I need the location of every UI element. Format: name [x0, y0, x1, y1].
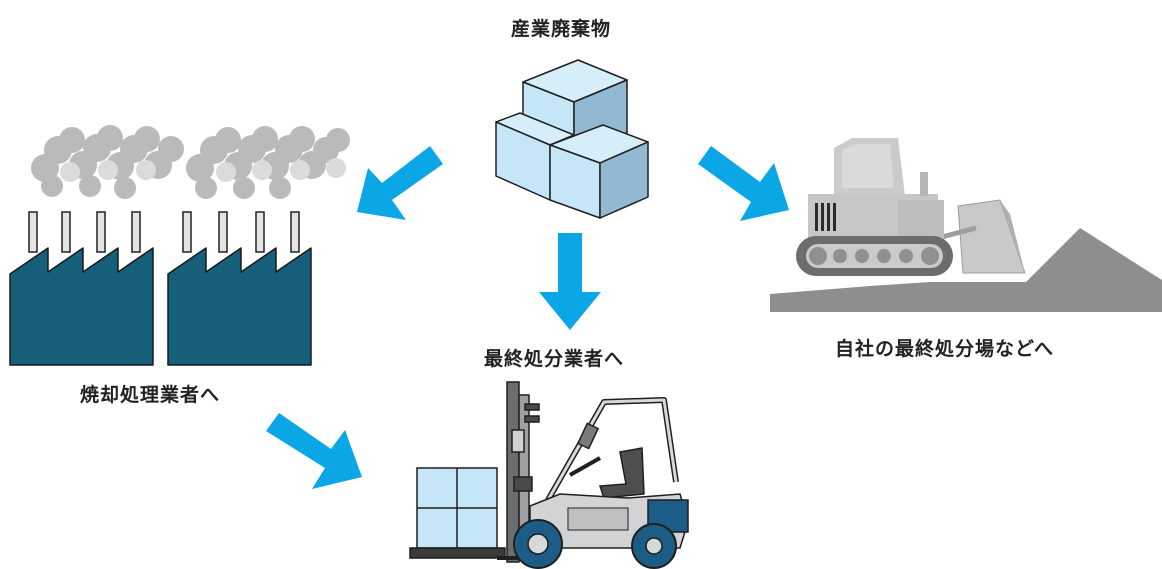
factory-building-right: [167, 247, 312, 366]
label-industrial-waste: 産業廃棄物: [511, 18, 612, 40]
smoke-light-icon: [60, 158, 346, 182]
factory-building-left: [9, 247, 154, 366]
arrow-to-incineration-icon: [357, 146, 443, 220]
waste-boxes-icon: [495, 59, 649, 219]
pallet-boxes-icon: [409, 467, 506, 559]
grille-icon: [815, 203, 836, 231]
label-incineration: 焼却処理業者へ: [80, 384, 221, 406]
label-own-landfill: 自社の最終処分場などへ: [835, 338, 1055, 360]
bulldozer-icon: [796, 138, 1026, 276]
arrow-down-to-final-icon: [539, 233, 601, 330]
forklift-icon: [409, 381, 689, 569]
label-final-disposal: 最終処分業者へ: [484, 348, 625, 370]
arrow-to-forklift-icon: [266, 413, 362, 489]
ground-mound: [770, 228, 1162, 312]
arrow-to-own-site-icon: [698, 146, 789, 221]
chimneys-icon: [28, 211, 300, 253]
landfill-site-icon: [770, 138, 1162, 312]
wheels-icon: [513, 519, 677, 569]
incineration-factory-icon: [9, 125, 350, 366]
